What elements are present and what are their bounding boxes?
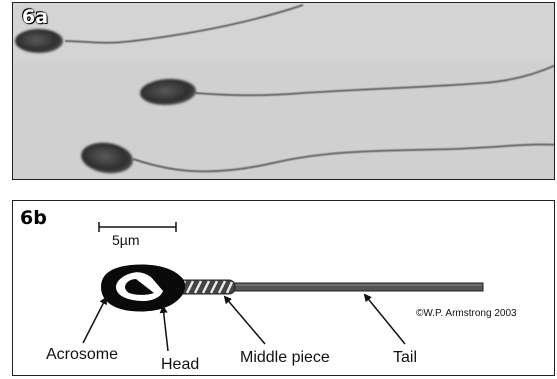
panel-a-label: 6a (22, 8, 48, 27)
tail (233, 283, 483, 291)
micrograph-panel: 6a (12, 2, 555, 180)
copyright-notice: ©W.P. Armstrong 2003 (416, 308, 517, 319)
head-label: Head (161, 356, 199, 374)
middle-piece-label: Middle piece (240, 349, 330, 367)
head-arrow (163, 307, 168, 351)
acrosome-arrow (83, 298, 106, 343)
middle-piece-arrow (225, 297, 265, 344)
tail-arrow (365, 295, 405, 344)
diagram-panel: 6b 5µm Acrosome Head Middle piece Tail ©… (12, 200, 555, 376)
sperm-micrograph (13, 3, 555, 180)
panel-b-label: 6b (20, 209, 47, 228)
acrosome-label: Acrosome (46, 346, 118, 364)
tail-label: Tail (393, 349, 417, 367)
sperm-head (101, 265, 185, 312)
scale-bar (99, 222, 176, 232)
scale-bar-label: 5µm (112, 232, 140, 248)
